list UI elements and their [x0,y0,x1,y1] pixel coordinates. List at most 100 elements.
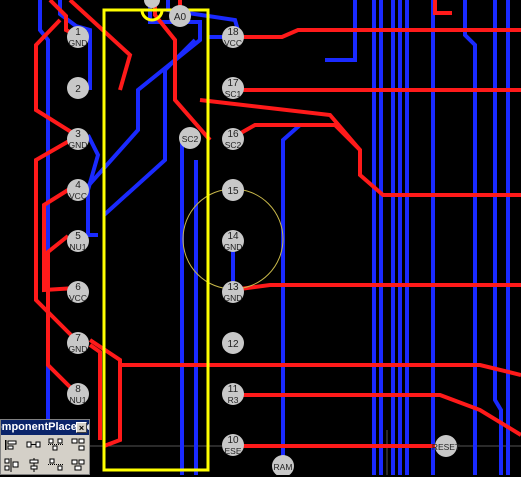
pad-net-label: R3 [228,395,239,405]
pad-right-15[interactable]: 15 [222,179,244,201]
pad-net-label: GND [224,242,243,252]
pin1-notch [140,9,164,22]
pad-net-label: VCC [224,38,242,48]
via-pad [272,455,294,475]
top-track [88,343,102,440]
align-bottom-icon[interactable] [69,457,87,473]
via-pad [179,127,201,149]
pad-net-label: SC2 [225,140,242,150]
align-tops-icon[interactable] [3,457,21,473]
top-track [231,283,521,292]
top-track [46,234,78,395]
via-a0[interactable]: A0 [169,5,191,27]
pad-number: 13 [227,282,239,293]
via-pad [169,5,191,27]
bottom-track [102,38,197,217]
pad-right-12[interactable]: 12 [222,332,244,354]
top-track [232,393,521,437]
pad-left-2[interactable]: 2 [67,77,89,99]
toolbar-close-button[interactable]: × [76,422,87,433]
pad-circle [67,26,89,48]
pad-circle [67,332,89,354]
pad-number: 10 [227,435,239,446]
pad-circle [67,179,89,201]
pad-circle [222,434,244,456]
pad-circle [67,230,89,252]
distribute-horizontal-icon[interactable] [25,437,43,453]
align-left-icon[interactable] [3,437,21,453]
via-ram[interactable]: RAM [272,455,294,475]
pad-circle [67,281,89,303]
bottom-track [325,0,357,62]
pad-number: 5 [75,231,81,242]
top-track [231,123,521,197]
via-reset[interactable]: RESET [432,435,460,457]
via-label: RESET [432,442,460,452]
via-pad[interactable] [144,0,160,8]
pad-number: 8 [75,384,81,395]
top-layer-tracks [34,0,521,448]
pad-number: 2 [75,84,81,95]
pad-number: 1 [75,27,81,38]
via-sc2[interactable]: SC2 [179,127,201,149]
via-label: RAM [274,462,293,472]
top-track [34,135,78,342]
pad-circle [222,332,244,354]
pad-net-label: GND [69,38,88,48]
bottom-track [281,123,330,475]
component-outline[interactable] [102,8,210,472]
pad-number: 4 [75,180,81,191]
bottom-track [493,0,503,475]
pad-number: 14 [227,231,239,242]
pad-net-label: GND [69,344,88,354]
pad-circle [222,128,244,150]
pad-net-label: ESE [224,446,241,456]
pad-number: 6 [75,282,81,293]
bottom-track [78,0,202,197]
top-track [42,183,78,293]
top-track [433,0,452,15]
pad-number: 16 [227,129,239,140]
top-track [232,28,521,39]
toolbar-title: ComponentPlacement [1,421,89,433]
align-center-vertical-icon[interactable] [25,457,43,473]
pad-circle [222,230,244,252]
pad-circle [222,281,244,303]
pad-circle [222,77,244,99]
via-label: A0 [174,12,187,23]
align-top-spread-icon[interactable] [47,437,65,453]
pad-net-label: GND [69,140,88,150]
pad-number: 15 [227,186,239,197]
bottom-layer-tracks [38,0,510,475]
align-right-top-icon[interactable] [69,437,87,453]
pad-number: 18 [227,27,239,38]
pad-number: 3 [75,129,81,140]
component-placement-toolbar[interactable]: ComponentPlacement × [0,419,90,475]
toolbar-title-bar[interactable]: ComponentPlacement × [1,420,89,435]
pad-net-label: NU1 [69,242,86,252]
top-track [199,98,362,152]
pad-net-label: GND [224,293,243,303]
pad-number: 7 [75,333,81,344]
top-track [68,0,133,91]
pad-circle [67,383,89,405]
space-vertical-icon[interactable] [47,457,65,473]
